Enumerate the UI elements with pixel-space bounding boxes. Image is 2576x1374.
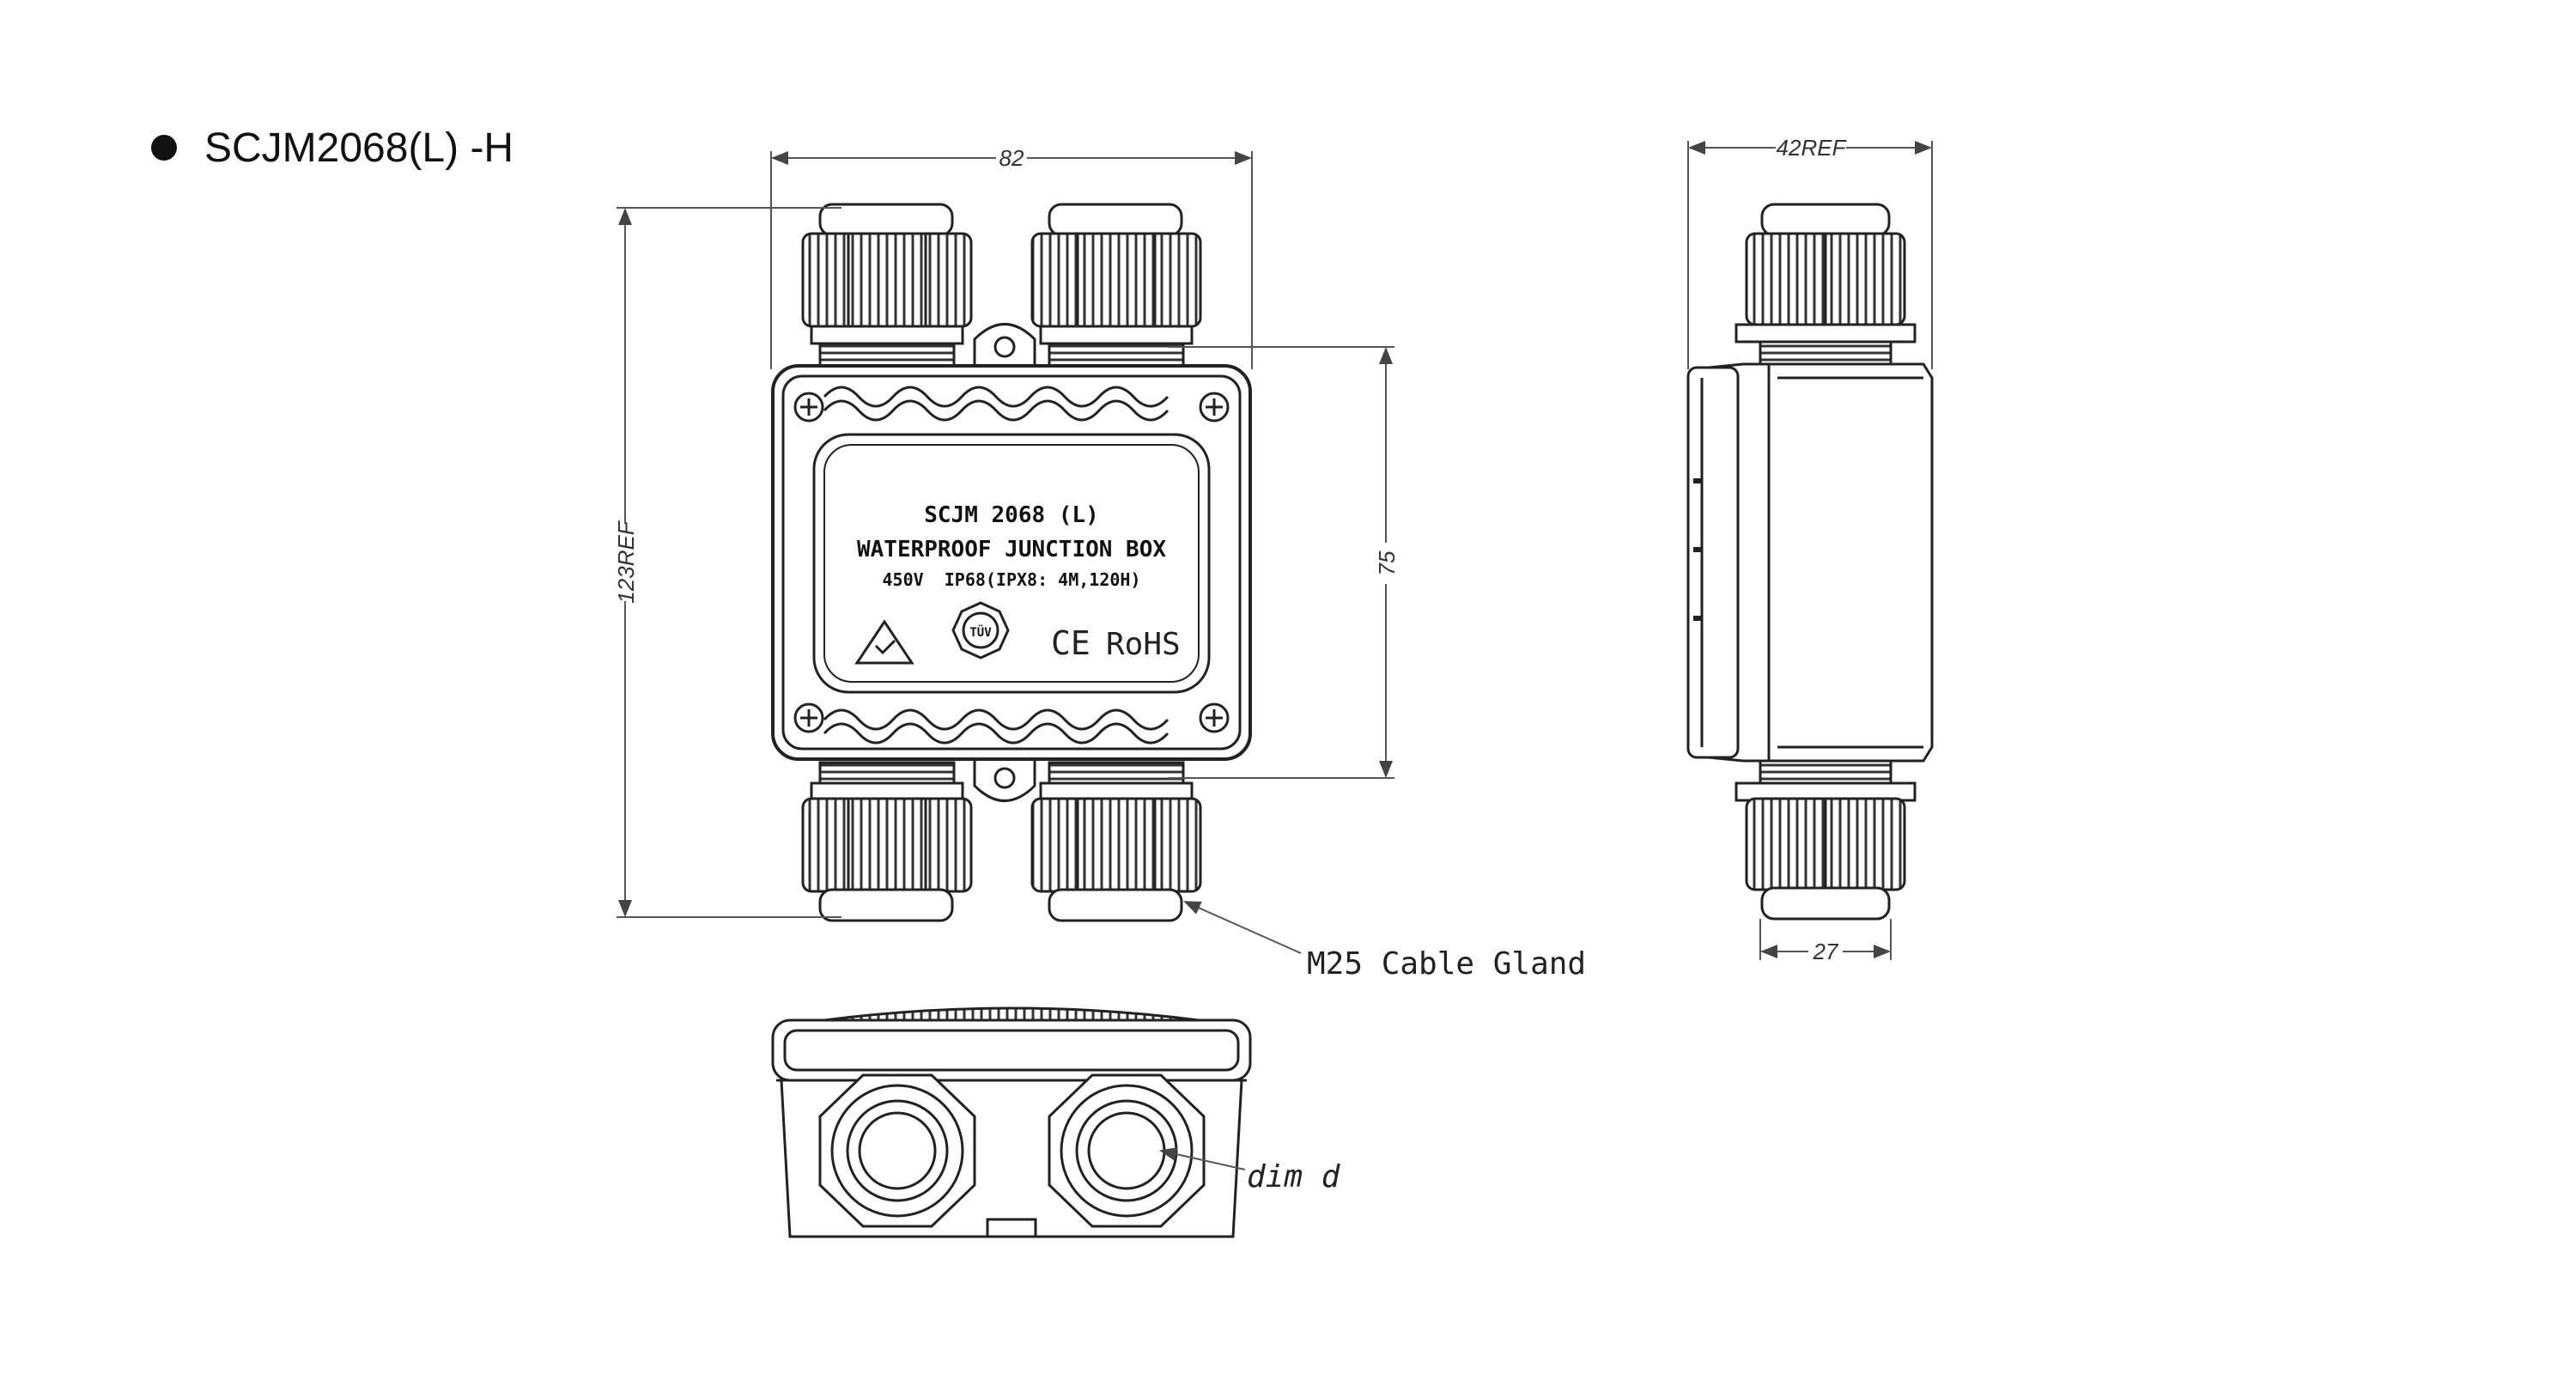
- rohs-mark: RoHS: [1106, 627, 1181, 662]
- dim-width-82: 82: [999, 145, 1024, 171]
- gland-callout-label: M25 Cable Gland: [1307, 946, 1586, 982]
- plate-line-3: 450V IP68(IPX8: 4M,120H): [882, 569, 1140, 590]
- front-view: [771, 203, 1252, 922]
- gland-bottom-right: [1030, 761, 1202, 922]
- gland-top-right: [1030, 203, 1202, 368]
- bullet-icon: [151, 135, 177, 161]
- end-view: [771, 1006, 1252, 1238]
- box-body: [771, 364, 1252, 761]
- side-dimension-lines: [1687, 141, 1933, 960]
- gland-top-left: [801, 203, 973, 368]
- ce-mark: CE: [1051, 624, 1091, 662]
- plate-line-1: SCJM 2068 (L): [924, 502, 1099, 528]
- bottom-wave-rib: [823, 708, 1170, 745]
- screw-icon: [1199, 702, 1230, 733]
- tuv-icon: [951, 601, 1010, 660]
- end-port-left: [818, 1073, 976, 1228]
- screw-icon: [1199, 392, 1230, 423]
- end-port-right: [1048, 1073, 1206, 1228]
- gland-bottom-left: [801, 761, 973, 922]
- certification-triangle-icon: [854, 619, 914, 665]
- plate-line-2: WATERPROOF JUNCTION BOX: [857, 537, 1166, 562]
- dim-height-75: 75: [1374, 550, 1400, 575]
- model-title: SCJM2068(L) -H: [204, 125, 514, 171]
- label-plate: [812, 433, 1211, 694]
- tuv-label: TÜV: [969, 624, 992, 640]
- box-inner-rim: [781, 374, 1242, 751]
- mounting-tab-bottom: [973, 754, 1036, 802]
- front-dimension-lines: [617, 151, 1394, 954]
- dim-depth-27: 27: [1813, 939, 1839, 964]
- screw-icon: [793, 702, 824, 733]
- mounting-tab-top: [973, 323, 1036, 371]
- side-view: [1686, 203, 1934, 921]
- end-dimension-lines: [1159, 1147, 1246, 1170]
- dim-d-label: dim d: [1247, 1159, 1341, 1195]
- top-wave-rib: [823, 386, 1170, 422]
- dim-depth-42ref: 42REF: [1777, 135, 1848, 161]
- dim-height-123ref: 123REF: [613, 520, 639, 603]
- model-heading: SCJM2068(L) -H: [151, 120, 513, 175]
- screw-icon: [793, 392, 824, 423]
